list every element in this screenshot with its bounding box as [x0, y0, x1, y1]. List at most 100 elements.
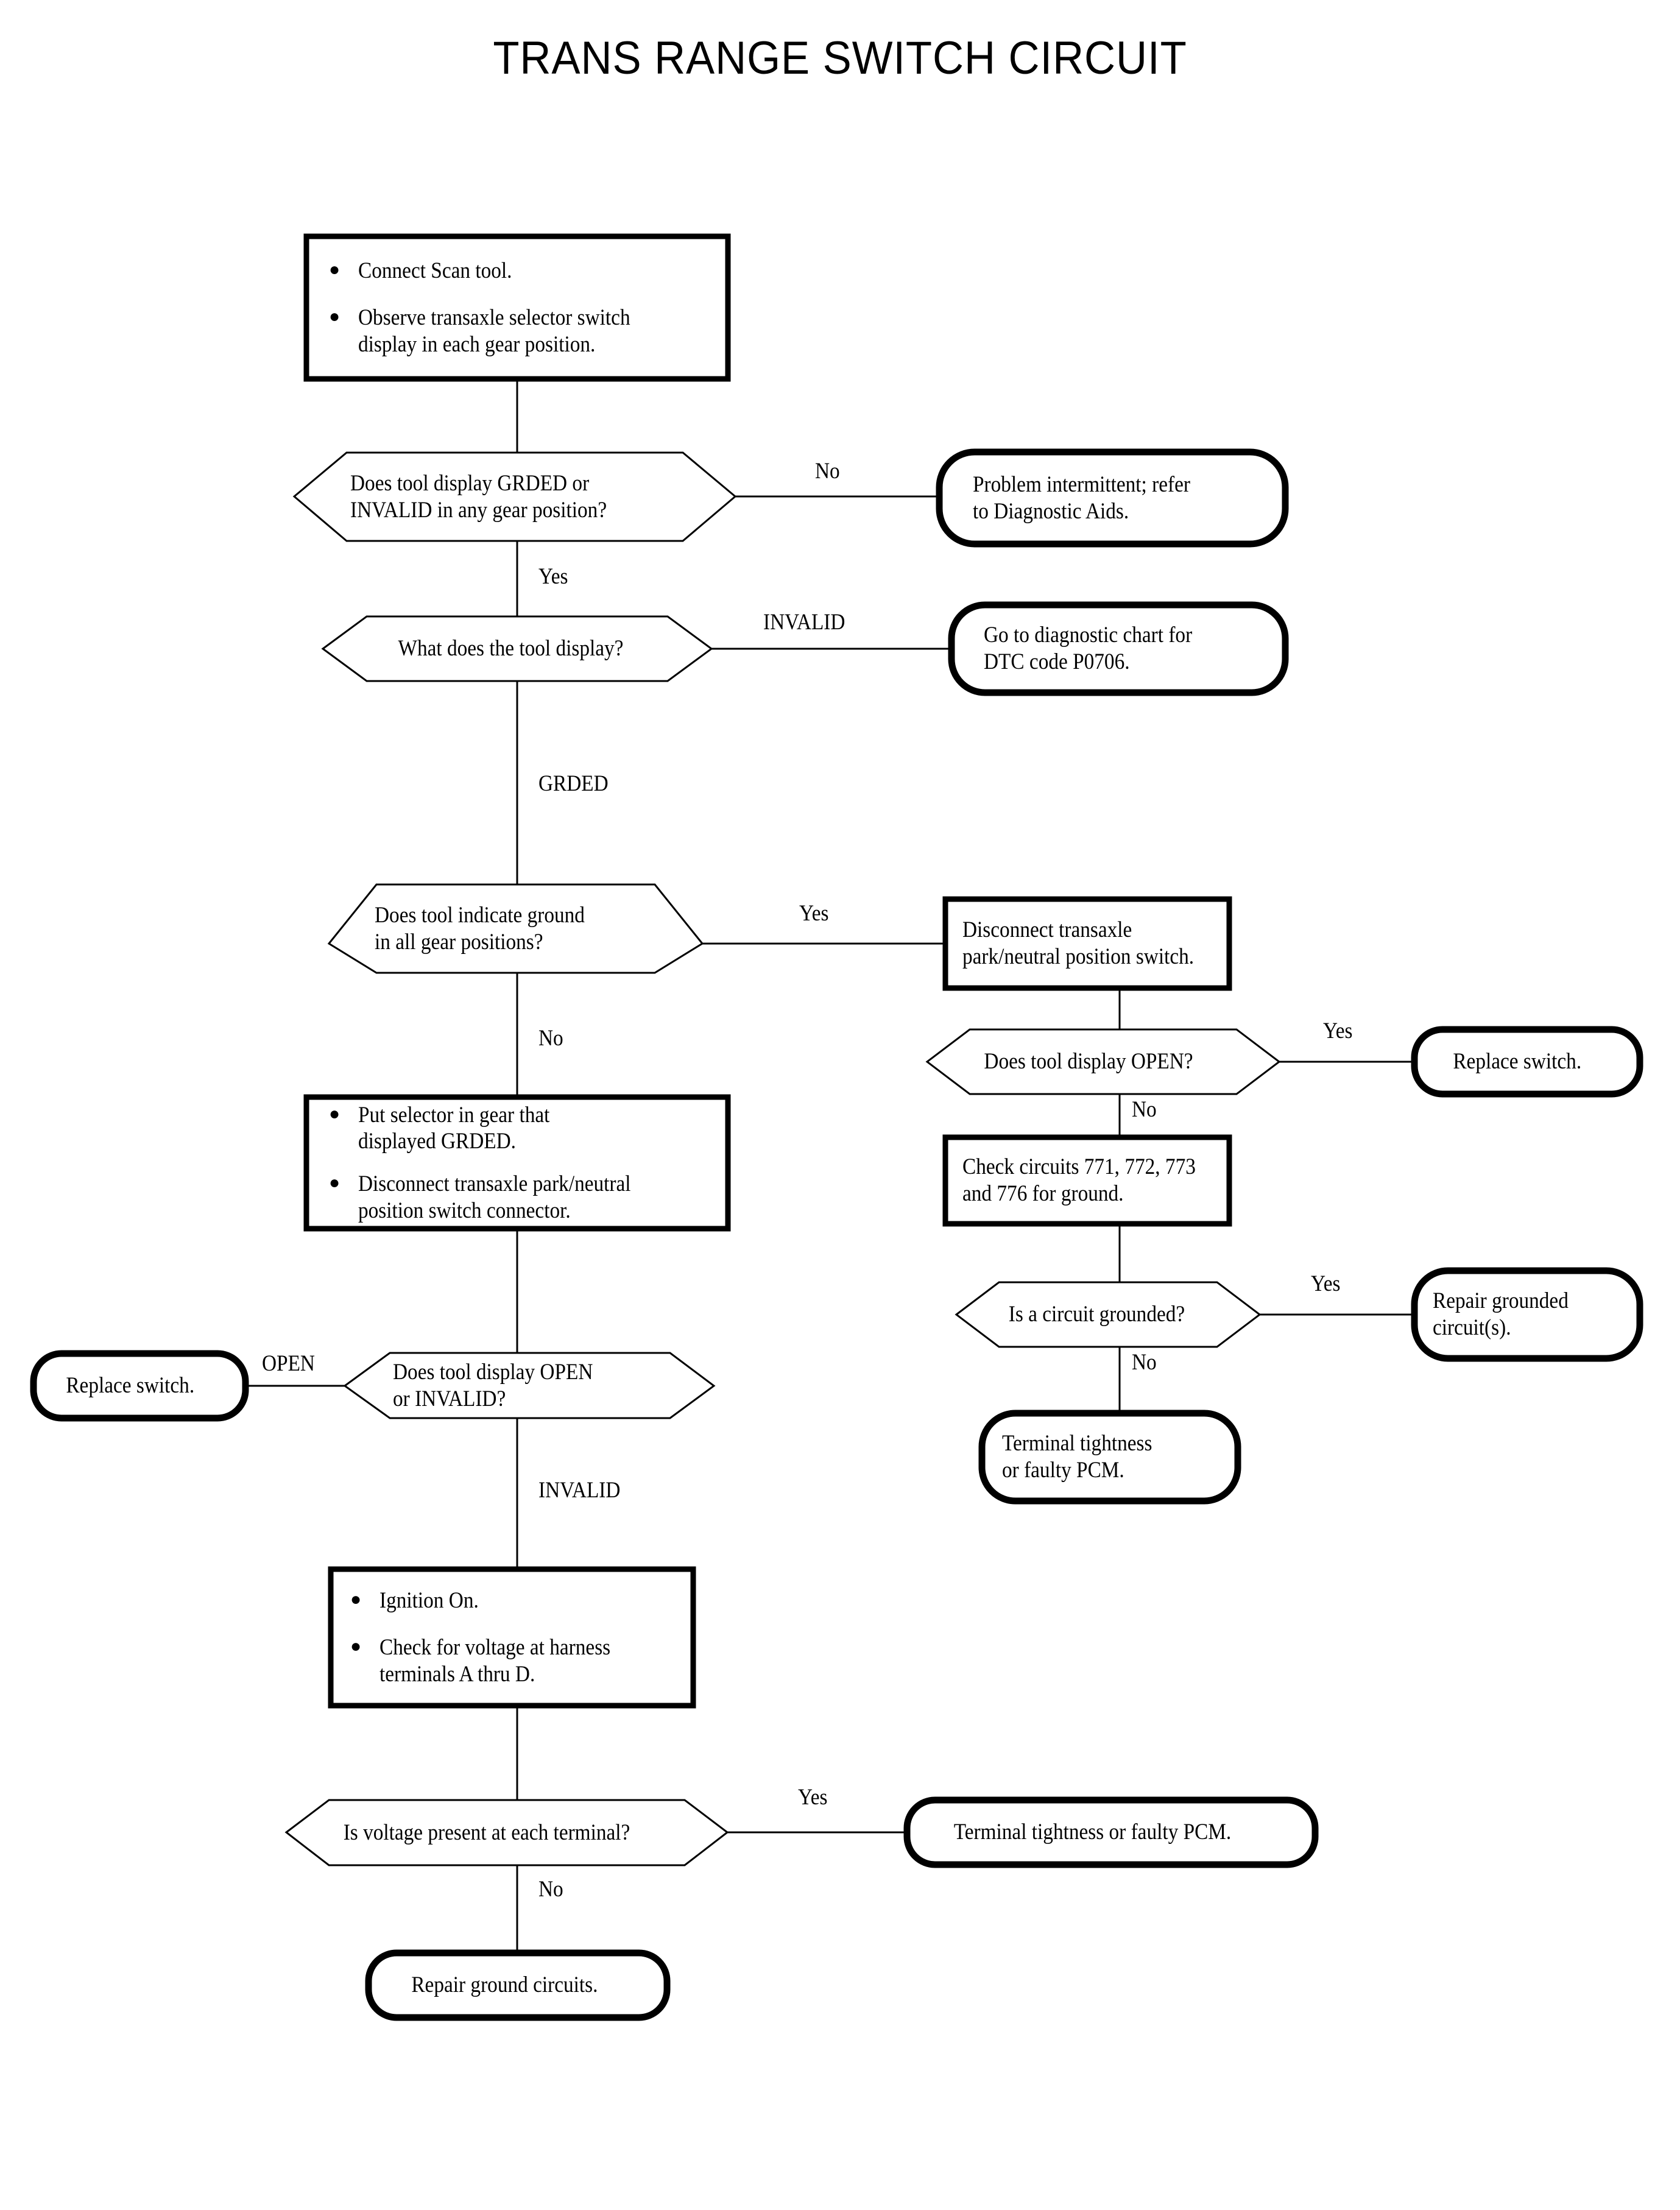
selector-bullet-2: Disconnect transaxle park/neutral positi…	[358, 1171, 631, 1223]
node-shape-group	[30, 233, 1643, 2021]
list-item: ● Observe transaxle selector switch disp…	[329, 305, 731, 358]
edge-label-d4-no: No	[1132, 1097, 1157, 1122]
edge-label-d5-yes: Yes	[1311, 1271, 1341, 1296]
shape-decision-d4	[925, 1028, 1281, 1095]
d1-line2: INVALID in any gear position?	[350, 497, 607, 523]
shape-decision-d3	[327, 883, 704, 974]
connector-group	[245, 379, 1414, 1953]
list-item: ● Ignition On.	[350, 1587, 691, 1614]
start-bullet-1: Connect Scan tool.	[358, 258, 512, 283]
edge-label-d3-no: No	[538, 1026, 563, 1051]
shape-decision-d2	[321, 615, 713, 682]
list-item: ● Put selector in gear that displayed GR…	[329, 1102, 731, 1155]
t8-line1: Repair ground circuits.	[411, 1972, 598, 1998]
selector-box-content: ● Put selector in gear that displayed GR…	[329, 1097, 731, 1229]
check-line2: and 776 for ground.	[962, 1181, 1124, 1206]
bullet-icon: ●	[329, 306, 341, 327]
terminal-t6-text: Replace switch.	[44, 1354, 217, 1418]
ignition-bullet-2: Check for voltage at harness terminals A…	[379, 1635, 611, 1687]
terminal-t4-text: Repair grounded circuit(s).	[1433, 1271, 1614, 1358]
d6-line1: Does tool display OPEN	[393, 1359, 593, 1385]
bullet-icon: ●	[350, 1589, 362, 1609]
process-disconnect-text: Disconnect transaxle park/neutral positi…	[962, 899, 1220, 988]
shape-decision-d5	[955, 1281, 1262, 1348]
shape-decision-d7	[284, 1799, 729, 1866]
t4-line1: Repair grounded	[1433, 1288, 1569, 1314]
page-title: TRANS RANGE SWITCH CIRCUIT	[493, 32, 1187, 84]
t7-line1: Terminal tightness or faulty PCM.	[953, 1820, 1232, 1845]
disconnect-line1: Disconnect transaxle	[962, 917, 1132, 943]
d7-line1: Is voltage present at each terminal?	[343, 1820, 630, 1845]
decision-d1-text: Does tool display GRDED or INVALID in an…	[350, 453, 657, 541]
edge-label-d5-no: No	[1132, 1350, 1157, 1375]
d5-line1: Is a circuit grounded?	[1008, 1302, 1185, 1327]
start-box-content: ● Connect Scan tool. ● Observe transaxle…	[329, 236, 731, 379]
shape-terminal-t3	[1411, 1026, 1643, 1098]
bullet-icon: ●	[350, 1636, 362, 1657]
edge-label-d7-no: No	[538, 1877, 563, 1902]
shape-terminal-t7	[903, 1796, 1319, 1868]
t2-line1: Go to diagnostic chart for	[984, 623, 1193, 648]
terminal-t5-text: Terminal tightness or faulty PCM.	[1002, 1413, 1210, 1501]
shape-terminal-t2	[948, 601, 1289, 696]
decision-d7-text: Is voltage present at each terminal?	[317, 1800, 657, 1865]
t6-line1: Replace switch.	[66, 1373, 195, 1399]
edge-label-d1-no: No	[815, 459, 840, 484]
decision-d5-text: Is a circuit grounded?	[990, 1282, 1204, 1347]
bullet-icon: ●	[329, 1173, 341, 1193]
d3-line1: Does tool indicate ground	[375, 902, 585, 928]
shape-terminal-t8	[365, 1949, 671, 2021]
edge-label-d6-invalid: INVALID	[538, 1478, 621, 1503]
edge-label-d6-open: OPEN	[262, 1351, 315, 1376]
decision-d2-text: What does the tool display?	[365, 616, 656, 681]
shape-terminal-t4	[1411, 1267, 1643, 1362]
decision-d6-text: Does tool display OPEN or INVALID?	[393, 1353, 656, 1418]
bullet-icon: ●	[329, 259, 341, 280]
shape-decision-d6	[343, 1352, 716, 1419]
ignition-box-content: ● Ignition On. ● Check for voltage at ha…	[350, 1569, 691, 1706]
process-check-text: Check circuits 771, 772, 773 and 776 for…	[962, 1137, 1220, 1224]
decision-d4-text: Does tool display OPEN?	[962, 1029, 1215, 1094]
check-line1: Check circuits 771, 772, 773	[962, 1154, 1196, 1180]
shape-check-circuits-box	[942, 1134, 1232, 1227]
edge-label-d3-yes: Yes	[799, 901, 829, 926]
terminal-t1-text: Problem intermittent; refer to Diagnosti…	[973, 452, 1258, 544]
d4-line1: Does tool display OPEN?	[984, 1049, 1193, 1075]
edge-label-d1-yes: Yes	[538, 564, 568, 589]
d6-line2: or INVALID?	[393, 1386, 506, 1411]
shape-ignition-box	[328, 1566, 696, 1709]
terminal-t2-text: Go to diagnostic chart for DTC code P070…	[984, 605, 1258, 693]
t5-line1: Terminal tightness	[1002, 1431, 1152, 1456]
t3-line1: Replace switch.	[1453, 1049, 1582, 1075]
terminal-t3-text: Replace switch.	[1425, 1029, 1609, 1094]
selector-bullet-1: Put selector in gear that displayed GRDE…	[358, 1102, 550, 1154]
d3-line2: in all gear positions?	[375, 929, 543, 955]
d1-line1: Does tool display GRDED or	[350, 470, 590, 496]
t2-line2: DTC code P0706.	[984, 649, 1130, 674]
edge-label-d2-invalid: INVALID	[763, 610, 845, 635]
shape-decision-d1	[292, 451, 737, 542]
start-bullet-2: Observe transaxle selector switch displa…	[358, 305, 630, 357]
shape-terminal-t1	[936, 448, 1289, 548]
decision-d3-text: Does tool indicate ground in all gear po…	[375, 884, 632, 973]
edge-label-d7-yes: Yes	[798, 1785, 828, 1810]
list-item: ● Check for voltage at harness terminals…	[350, 1634, 691, 1687]
d2-line1: What does the tool display?	[398, 636, 624, 662]
disconnect-line2: park/neutral position switch.	[962, 944, 1195, 969]
bullet-icon: ●	[329, 1103, 341, 1124]
shape-selector-box	[303, 1094, 731, 1232]
t5-line2: or faulty PCM.	[1002, 1458, 1124, 1483]
terminal-t7-text: Terminal tightness or faulty PCM.	[920, 1800, 1265, 1865]
shape-terminal-t6	[30, 1350, 249, 1422]
list-item: ● Connect Scan tool.	[329, 258, 731, 284]
t4-line2: circuit(s).	[1433, 1315, 1511, 1340]
ignition-bullet-1: Ignition On.	[379, 1587, 479, 1613]
shape-terminal-t5	[978, 1410, 1241, 1505]
edge-label-d4-yes: Yes	[1323, 1019, 1353, 1043]
t1-line2: to Diagnostic Aids.	[973, 498, 1129, 524]
shape-disconnect-box	[942, 896, 1232, 991]
shape-start-box	[303, 233, 731, 382]
edge-label-d2-grded: GRDED	[538, 771, 609, 796]
